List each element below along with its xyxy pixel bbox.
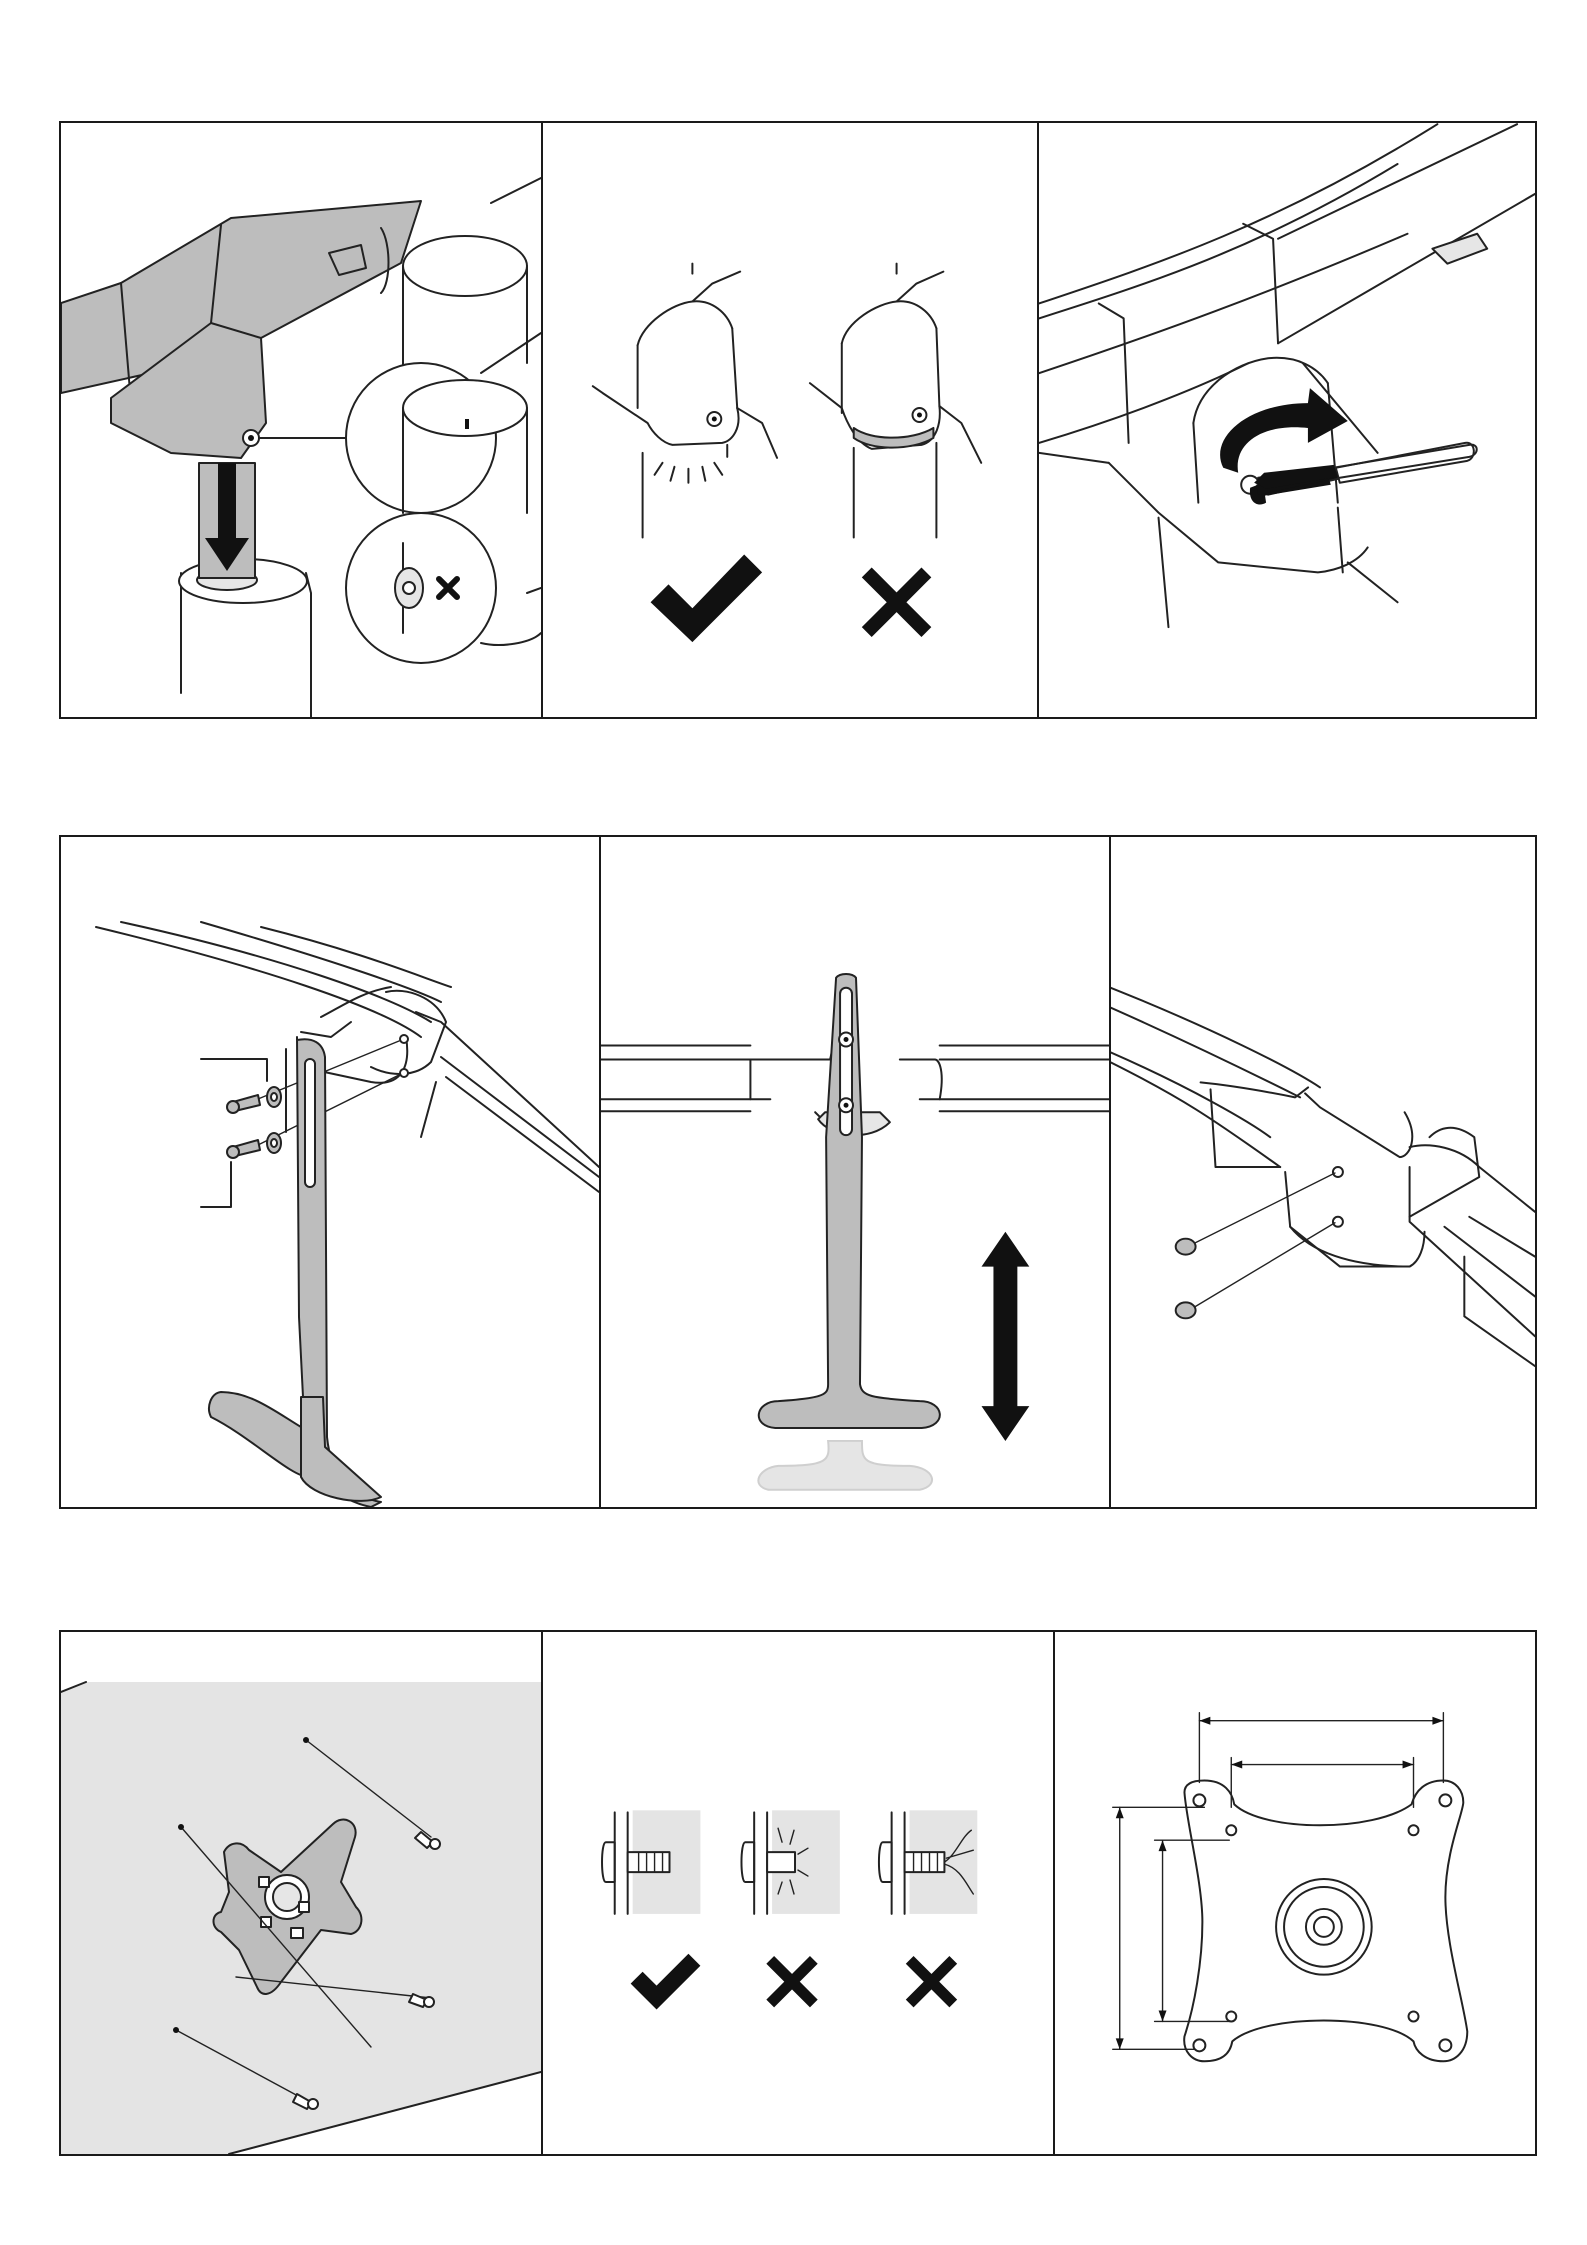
cap-icon: [1176, 1302, 1196, 1318]
step-vesa-dimensions: [1053, 1632, 1535, 2154]
screw-icon: [227, 1095, 260, 1113]
vesa-dimension-drawing: [1055, 1632, 1535, 2154]
double-arrow-icon: [982, 1232, 1030, 1441]
mount-vesa-plate-illustration: [61, 1632, 541, 2154]
step-adjust-height: [599, 837, 1109, 1507]
instruction-row-2: [59, 835, 1537, 1509]
step-mount-vesa-plate: [61, 1632, 541, 2154]
cable-guide-illustration: [61, 837, 599, 1507]
washer-icon: [267, 1087, 281, 1107]
instruction-row-1: [59, 121, 1537, 719]
screw-length-too-short: [879, 1810, 977, 1999]
down-arrow-icon: [218, 463, 236, 543]
step-insert-caps: [1109, 837, 1535, 1507]
dimension-arrow-icon: [1113, 1713, 1444, 2050]
screw-length-too-long: [741, 1810, 839, 1999]
instruction-row-3: [59, 1630, 1537, 2156]
cross-icon: [914, 1964, 950, 2000]
washer-icon: [267, 1133, 281, 1153]
seated-incorrectly: [810, 264, 981, 628]
tighten-screw-illustration: [1039, 123, 1535, 717]
step-screw-length-check: [541, 1632, 1053, 2154]
adjust-height-illustration: [601, 837, 1109, 1507]
check-icon: [631, 1954, 701, 2010]
screw-length-correct: [602, 1810, 700, 2009]
insert-caps-illustration: [1111, 837, 1535, 1507]
insert-arm-illustration: [61, 123, 541, 717]
step-attach-cable-guide: [61, 837, 599, 1507]
step-tighten-set-screw: [1037, 123, 1535, 717]
step-insert-arm-onto-pole: [61, 123, 541, 717]
screw-length-illustration: [543, 1632, 1053, 2154]
check-icon: [651, 554, 763, 642]
cross-icon: [872, 577, 922, 627]
step-check-arm-seated: [541, 123, 1037, 717]
seated-correctly: [593, 264, 777, 642]
cap-icon: [1176, 1239, 1196, 1255]
seating-check-illustration: [543, 123, 1037, 717]
cross-icon: [774, 1964, 810, 2000]
screw-icon: [227, 1140, 260, 1158]
